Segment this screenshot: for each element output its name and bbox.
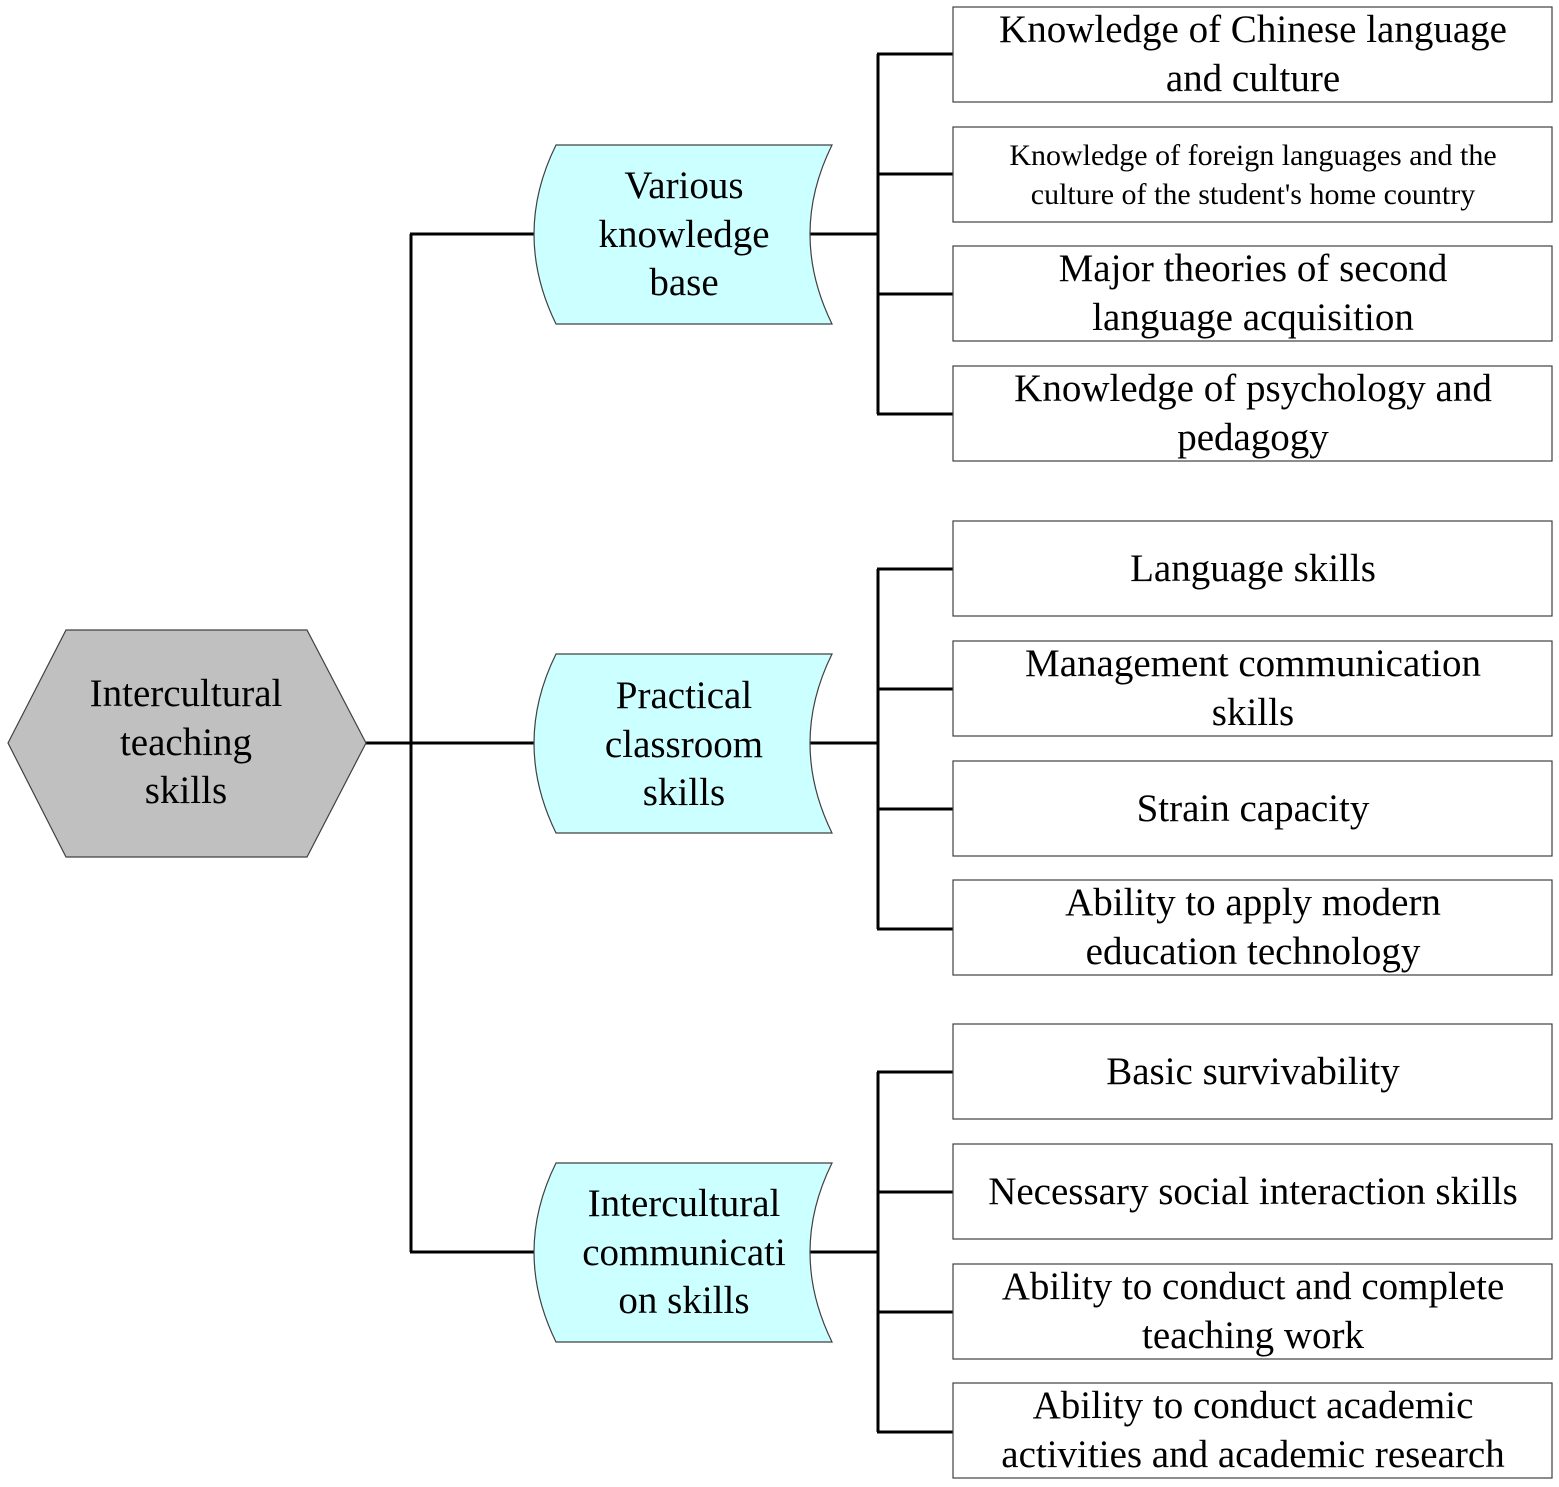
label-line: language acquisition xyxy=(1092,296,1414,339)
leaf-node-label: Basic survivability xyxy=(955,1026,1551,1118)
label-line: Ability to apply modern xyxy=(1065,881,1441,925)
label-line: Management communication xyxy=(1025,642,1481,686)
leaf-box xyxy=(952,520,1553,617)
label-line: Various xyxy=(624,163,744,207)
leaf-box xyxy=(952,6,1553,103)
category-node-label: Practical classroom skills xyxy=(552,660,816,830)
label-line: Knowledge of psychology and xyxy=(1014,367,1492,411)
label-line: Basic survivability xyxy=(1106,1049,1400,1093)
label-line: skills xyxy=(144,769,228,813)
category-node-shape xyxy=(533,144,833,325)
leaf-node-label: Strain capacity xyxy=(955,763,1551,855)
label-line: classroom xyxy=(604,722,764,766)
leaf-box xyxy=(952,126,1553,223)
label-line: Ability to conduct and complete xyxy=(1001,1265,1505,1309)
leaf-node-label: Ability to conduct and complete teaching… xyxy=(955,1265,1551,1358)
label-line: and culture xyxy=(1165,57,1341,100)
leaf-node-label: Necessary social interaction skills xyxy=(955,1146,1551,1238)
label-line: knowledge xyxy=(598,212,770,256)
leaf-node-label: Knowledge of Chinese language and cultur… xyxy=(955,8,1551,101)
label-line: activities and academic research xyxy=(1001,1433,1505,1476)
label-line: skills xyxy=(642,771,726,815)
label-line: Intercultural xyxy=(587,1181,781,1225)
label-line: Practical xyxy=(615,673,753,717)
label-line: education technology xyxy=(1085,930,1421,973)
label-line: teaching work xyxy=(1141,1314,1364,1357)
category-node-label: Various knowledge base xyxy=(552,150,816,320)
label-line: culture of the student's home country xyxy=(1030,178,1476,211)
leaf-box xyxy=(952,1023,1553,1120)
leaf-boxes xyxy=(952,6,1553,1479)
leaf-node-label: Knowledge of psychology and pedagogy xyxy=(955,367,1551,460)
root-node-label: Intercultural teaching skills xyxy=(60,640,312,846)
leaf-box xyxy=(952,879,1553,976)
label-line: Major theories of second xyxy=(1058,247,1448,291)
leaf-node-label: Ability to apply modern education techno… xyxy=(955,881,1551,974)
label-line: Knowledge of foreign languages and the xyxy=(1009,139,1497,172)
label-line: teaching xyxy=(119,720,253,764)
label-line: pedagogy xyxy=(1177,416,1329,459)
label-line: on skills xyxy=(618,1279,750,1323)
root-node-shape xyxy=(7,629,367,858)
label-line: Language skills xyxy=(1130,546,1376,590)
category-node-label: Intercultural communicati on skills xyxy=(552,1168,816,1338)
leaf-box xyxy=(952,1263,1553,1360)
leaf-box xyxy=(952,1382,1553,1479)
leaf-node-label: Knowledge of foreign languages and the c… xyxy=(955,129,1551,221)
leaf-box xyxy=(952,1143,1553,1240)
leaf-node-label: Ability to conduct academic activities a… xyxy=(955,1384,1551,1477)
label-line: base xyxy=(649,261,719,305)
label-line: Knowledge of Chinese language xyxy=(999,8,1507,52)
category-node-shape xyxy=(533,653,833,834)
label-line: skills xyxy=(1211,691,1295,734)
leaf-box xyxy=(952,365,1553,462)
label-line: Intercultural xyxy=(89,671,283,715)
category-connectors xyxy=(810,52,954,1434)
label-line: Ability to conduct academic xyxy=(1032,1384,1474,1428)
leaf-node-label: Major theories of second language acquis… xyxy=(955,247,1551,340)
leaf-box xyxy=(952,760,1553,857)
leaf-box xyxy=(952,245,1553,342)
category-node-shape xyxy=(533,1162,833,1343)
label-line: Strain capacity xyxy=(1136,786,1370,830)
label-line: Necessary social interaction skills xyxy=(988,1169,1518,1213)
root-connectors xyxy=(365,232,536,1254)
leaf-node-label: Management communication skills xyxy=(955,642,1551,735)
label-line: communicati xyxy=(582,1230,786,1274)
leaf-node-label: Language skills xyxy=(955,523,1551,615)
leaf-box xyxy=(952,640,1553,737)
